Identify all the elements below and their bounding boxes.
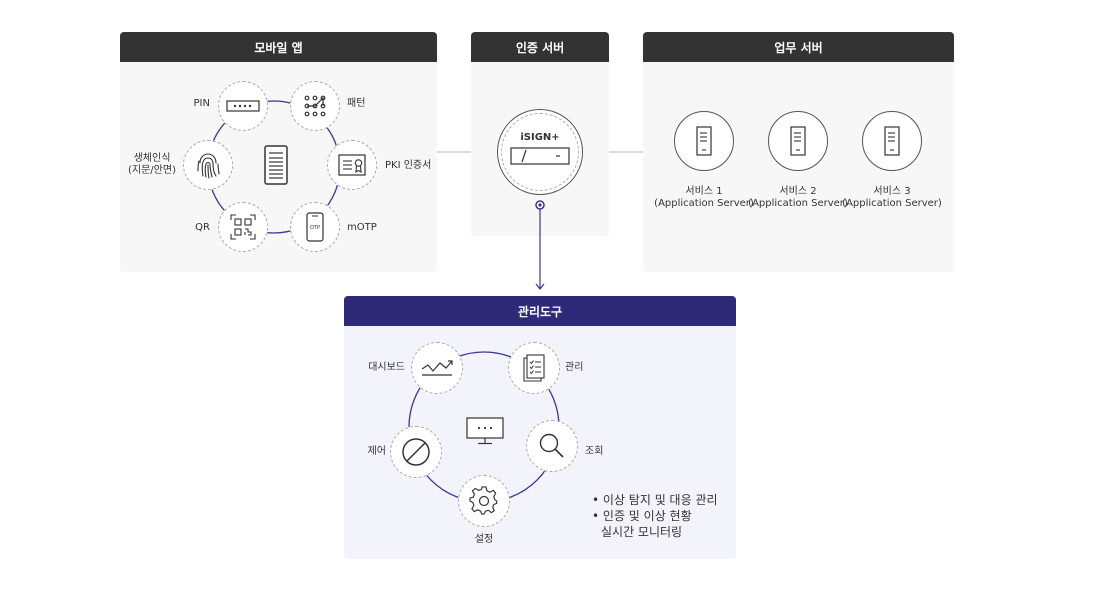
server-type-3: (Application Server)	[842, 198, 942, 209]
server-node-2	[768, 111, 828, 171]
feature-item-1-text: 이상 탐지 및 대응 관리	[602, 493, 718, 507]
server-icon	[884, 126, 900, 156]
server-label-2: 서비스 2 (Application Server)	[748, 186, 848, 210]
pattern-icon	[304, 95, 326, 117]
fingerprint-icon	[197, 153, 220, 179]
business-server-header: 업무 서버	[643, 32, 954, 62]
server-node-1	[674, 111, 734, 171]
server-type-1: (Application Server)	[654, 198, 754, 209]
server-name-2: 서비스 2	[779, 186, 817, 197]
server-node-3	[862, 111, 922, 171]
admin-tool-header: 관리도구	[344, 296, 736, 326]
pki-node	[327, 140, 377, 190]
trend-chart-icon	[421, 360, 453, 376]
manage-label: 관리	[565, 362, 584, 373]
control-label: 제어	[367, 446, 386, 457]
feature-item-2-text: 인증 및 이상 현황	[602, 509, 692, 523]
dashboard-node	[411, 342, 463, 394]
isign-product-name: iSIGN+	[520, 132, 560, 143]
server-icon	[790, 126, 806, 156]
pki-label: PKI 인증서	[385, 160, 432, 171]
bullet-dot: •	[592, 493, 603, 507]
pattern-node	[290, 81, 340, 131]
certificate-icon	[338, 154, 366, 176]
pin-node	[218, 81, 268, 131]
checklist-icon	[523, 354, 545, 382]
settings-label: 설정	[474, 534, 494, 545]
server-icon	[696, 126, 712, 156]
mobile-app-panel: 모바일 앱 PIN	[120, 32, 437, 272]
settings-node	[458, 475, 510, 527]
server-label-1: 서비스 1 (Application Server)	[654, 186, 754, 210]
otp-phone-icon: OTP	[306, 212, 324, 242]
query-node	[526, 420, 578, 472]
motp-label: mOTP	[347, 222, 377, 233]
qr-label: QR	[195, 222, 210, 233]
mobile-app-header: 모바일 앱	[120, 32, 437, 62]
block-icon	[402, 438, 430, 466]
otp-text: OTP	[310, 225, 320, 231]
business-server-panel: 업무 서버 서비스 1 (Application Server) 서비스 2 (…	[643, 32, 954, 272]
feature-item-1: • 이상 탐지 및 대응 관리	[592, 492, 718, 508]
admin-tool-panel: 관리도구 대시보드 관리	[344, 296, 736, 559]
server-name-1: 서비스 1	[685, 186, 723, 197]
pin-label: PIN	[193, 98, 210, 109]
gear-icon	[469, 486, 498, 515]
admin-feature-list: • 이상 탐지 및 대응 관리 • 인증 및 이상 현황 실시간 모니터링	[592, 492, 718, 540]
feature-item-2: • 인증 및 이상 현황	[592, 508, 718, 524]
biometric-label: 생체인식 (지문/안면)	[122, 153, 182, 177]
phone-icon	[264, 145, 288, 189]
auth-server-header: 인증 서버	[471, 32, 609, 62]
biometric-label-line1: 생체인식	[133, 153, 171, 164]
feature-item-2-line2: 실시간 모니터링	[601, 525, 683, 539]
password-field-icon	[510, 147, 570, 165]
server-type-2: (Application Server)	[748, 198, 848, 209]
query-label: 조회	[585, 446, 604, 457]
pin-icon	[226, 100, 260, 112]
monitor-icon	[466, 417, 504, 449]
server-name-3: 서비스 3	[873, 186, 911, 197]
biometric-node	[183, 140, 233, 190]
pattern-label: 패턴	[347, 98, 366, 109]
control-node	[390, 426, 442, 478]
qr-icon	[230, 214, 256, 240]
manage-node	[508, 342, 560, 394]
isign-node: iSIGN+	[497, 109, 583, 195]
bullet-dot: •	[592, 509, 603, 523]
server-label-3: 서비스 3 (Application Server)	[842, 186, 942, 210]
search-icon	[539, 433, 564, 458]
qr-node	[218, 202, 268, 252]
biometric-label-line2: (지문/안면)	[128, 165, 176, 176]
dashboard-label: 대시보드	[368, 362, 405, 373]
motp-node: OTP	[290, 202, 340, 252]
